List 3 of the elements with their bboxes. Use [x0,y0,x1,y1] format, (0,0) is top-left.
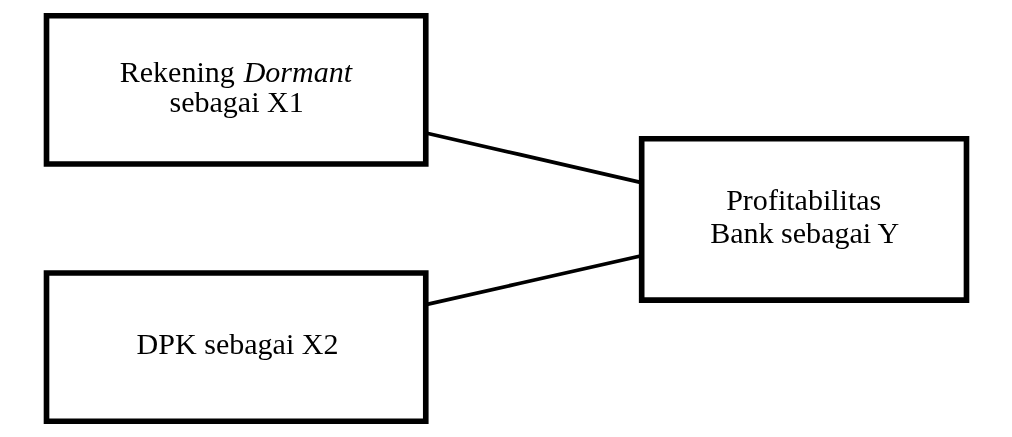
node-box: Profitabilitas Bank sebagai Y [638,135,969,303]
node-box: DPK sebagai X2 [43,270,429,425]
node-box: Rekening Dormant sebagai X1 [43,12,429,167]
